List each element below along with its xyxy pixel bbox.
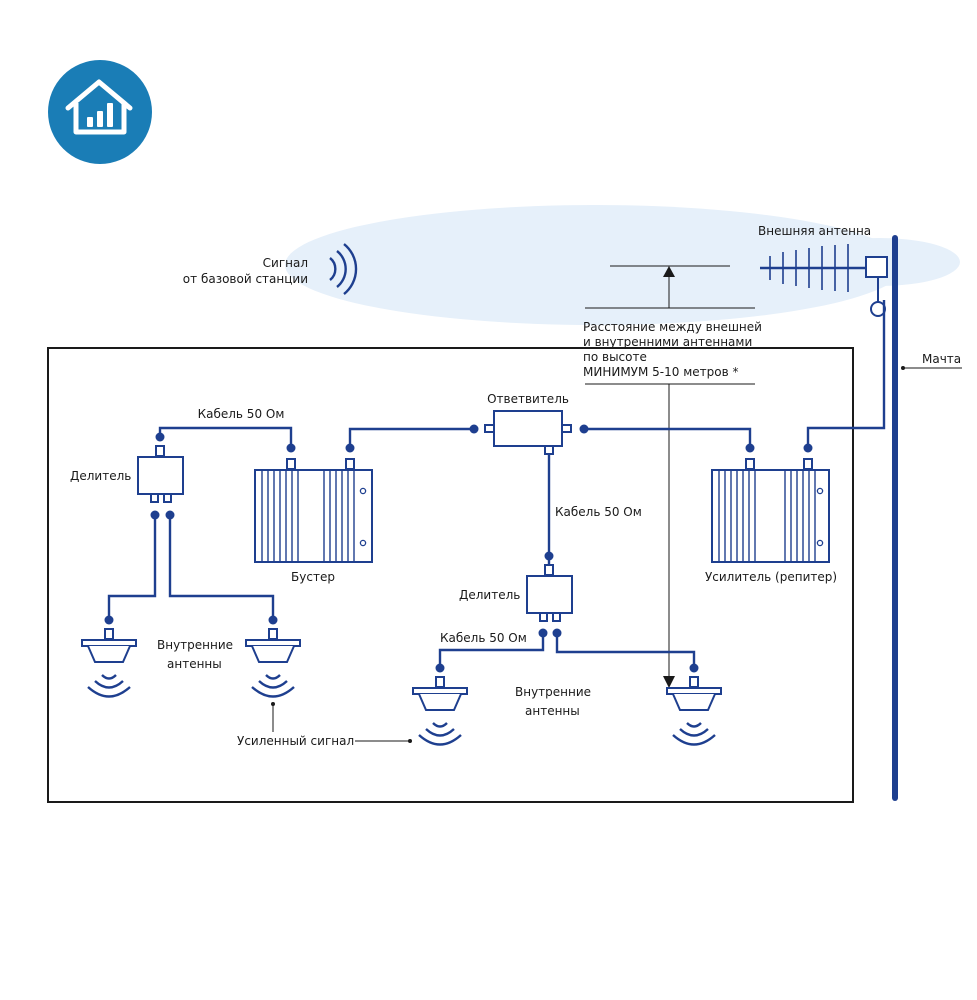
internal-antennas-left-label-line1: Внутренние	[157, 638, 233, 652]
internal-antenna-4	[666, 663, 722, 746]
up-arrow-icon	[663, 266, 675, 277]
distance-label-line1: Расстояние между внешней	[583, 320, 762, 334]
distance-annotation: Расстояние между внешней и внутренними а…	[583, 265, 762, 688]
internal-antenna-3	[412, 663, 468, 746]
internal-antenna-2	[245, 615, 301, 698]
internal-antennas-right-label-line2: антенны	[525, 704, 580, 718]
cable-splitter-antenna-3	[438, 637, 545, 668]
cable-label-top: Кабель 50 Ом	[198, 407, 285, 421]
logo	[48, 60, 152, 164]
repeater: Усилитель (репитер)	[705, 443, 837, 584]
cable-splitter-antenna-2	[168, 519, 275, 620]
cable-splitter-booster	[158, 426, 293, 444]
down-arrow-icon	[663, 676, 675, 688]
coupler-label: Ответвитель	[487, 392, 569, 406]
distance-label-line3: по высоте	[583, 350, 647, 364]
cable-antenna-repeater	[806, 300, 886, 446]
base-station-signal: Сигнал от базовой станции	[183, 243, 358, 295]
cable-booster-coupler	[348, 427, 474, 446]
mast-label: Мачта	[922, 352, 961, 366]
booster-label: Бустер	[291, 570, 335, 584]
signal-waves-icon	[672, 722, 716, 746]
cable-coupler-repeater	[584, 427, 752, 446]
splitter-left: Кабель 50 Ом Делитель	[70, 407, 293, 620]
splitter-center-label: Делитель	[459, 588, 520, 602]
internal-antenna-1	[81, 615, 137, 698]
amplified-signal-callout: Усиленный сигнал	[237, 702, 412, 748]
cable-splitter-antenna-4	[555, 637, 696, 668]
splitter-center: Делитель Кабель 50 Ом	[438, 551, 696, 668]
distance-label-line2: и внутренними антеннами	[583, 335, 752, 349]
signal-waves-icon	[418, 722, 462, 746]
signal-label-line2: от базовой станции	[183, 272, 308, 286]
cable-label-mid: Кабель 50 Ом	[555, 505, 642, 519]
distance-label-line4: МИНИМУМ 5-10 метров *	[583, 365, 738, 379]
cable-label-low: Кабель 50 Ом	[440, 631, 527, 645]
repeater-label: Усилитель (репитер)	[705, 570, 837, 584]
sky-background	[285, 205, 960, 325]
signal-waves-icon	[87, 674, 131, 698]
external-antenna: Внешняя антенна	[758, 224, 888, 317]
splitter-left-label: Делитель	[70, 469, 131, 483]
signal-label-line1: Сигнал	[263, 256, 308, 270]
mast: Мачта	[892, 235, 962, 801]
booster: Бустер	[254, 443, 373, 584]
house-signal-icon	[65, 79, 133, 135]
signal-waves-icon	[329, 243, 358, 295]
internal-antennas-left-label-line2: антенны	[167, 657, 222, 671]
signal-waves-icon	[251, 674, 295, 698]
cable-splitter-antenna-1	[107, 519, 157, 620]
coupler: Ответвитель	[469, 392, 589, 455]
external-antenna-label: Внешняя антенна	[758, 224, 871, 238]
internal-antennas-right-label-line1: Внутренние	[515, 685, 591, 699]
amplified-signal-label: Усиленный сигнал	[237, 734, 354, 748]
building-outline	[47, 347, 854, 803]
